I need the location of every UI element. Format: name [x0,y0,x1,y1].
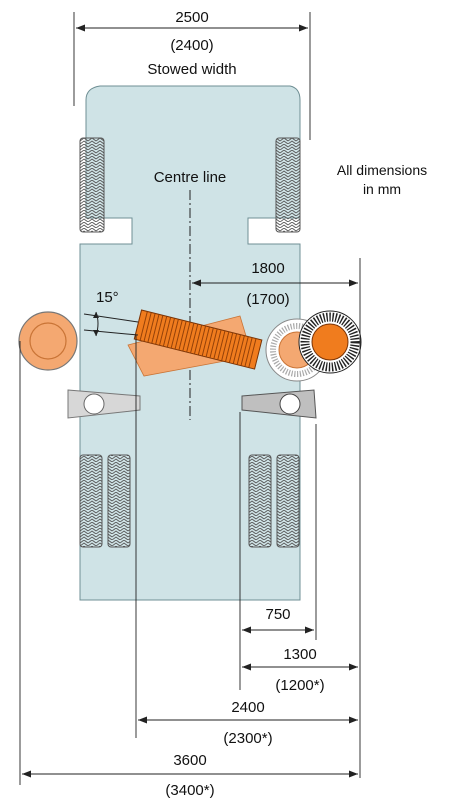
front-left-tyre [79,137,105,233]
rear-left-tyres [79,454,131,548]
right-arm-bracket [241,389,317,419]
reach-1800-alt: (1700) [246,291,289,308]
left-arm-bracket [67,389,141,419]
dimension-750 [239,412,317,690]
reach-1800-value: 1800 [251,260,284,277]
dimension-2400 [135,335,358,738]
dimension-top [73,12,311,140]
centre-line-label: Centre line [154,169,227,186]
rear-right-tyres [248,454,300,548]
angle-indicator [83,311,139,337]
front-right-tyre [275,137,301,233]
stowed-width-label: Stowed width [147,61,236,78]
main-brush-roller [133,309,263,370]
top-width-value: 2500 [175,9,208,26]
dim-3600-value: 3600 [173,752,206,769]
dimension-1800 [192,258,361,778]
right-side-brush-dark [298,310,362,374]
dimension-1300 [242,663,358,671]
dim-1300-alt: (1200*) [275,677,324,694]
dim-750-value: 750 [265,606,290,623]
left-side-brush [18,311,78,371]
dim-1300-value: 1300 [283,646,316,663]
dim-2400-alt: (2300*) [223,730,272,747]
dimension-3600 [19,341,358,785]
dim-2400-value: 2400 [231,699,264,716]
units-note: in mm [363,181,401,197]
dim-3600-alt: (3400*) [165,782,214,799]
all-dimensions-note: All dimensions [337,162,427,178]
angle-label: 15° [96,289,119,306]
top-width-alt: (2400) [170,37,213,54]
